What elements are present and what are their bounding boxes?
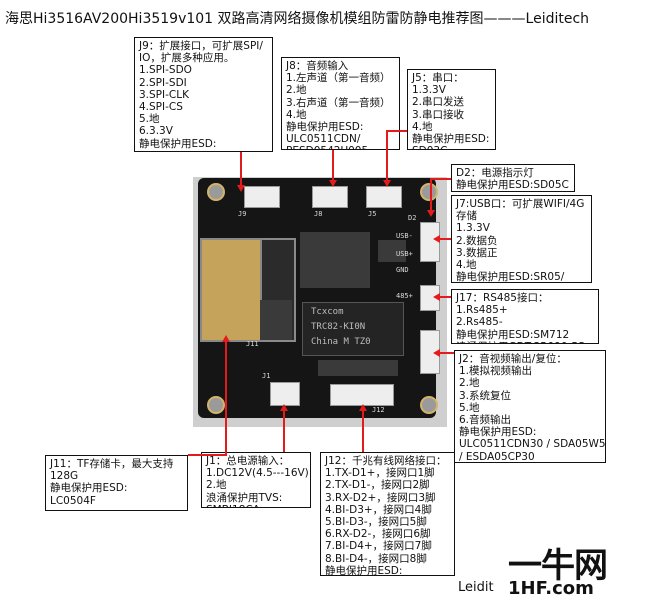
leader-line-j12 <box>362 408 364 452</box>
leader-line-j1 <box>283 408 285 452</box>
arrow-j8 <box>329 180 337 187</box>
callout-j2: J2：音视频输出/复位： 1.模拟视频输出 2.地 3.系统复位 5.地 6.音… <box>454 350 606 463</box>
arrow-j2 <box>433 349 440 357</box>
component <box>318 360 398 376</box>
connector-j8 <box>312 186 348 208</box>
callout-j9: J9：扩展接口，可扩展SPI/ IO，扩展多种应用。 1.SPI-SDO 2.S… <box>134 37 273 152</box>
network-transformer-chip: Tcxcom TRC82-KI0N China M TZ0 <box>302 302 404 356</box>
callout-d2: D2：电源指示灯 静电保护用ESD:SD05C <box>451 164 575 192</box>
leader-line-j11 <box>188 454 227 456</box>
mounting-hole <box>420 183 438 201</box>
connector-j5 <box>366 186 402 208</box>
silk-d2: D2 <box>408 214 417 222</box>
arrow-j7 <box>433 235 440 243</box>
arrow-j11 <box>222 335 230 342</box>
silk-j9: J9 <box>238 210 247 218</box>
arrow-j12 <box>359 404 367 411</box>
leader-line-d2 <box>430 178 451 180</box>
callout-j8: J8：音频输入 1.左声道（第一音频） 2.地 3.右声道（第一音频） 4.地 … <box>281 57 400 150</box>
arrow-j17 <box>433 293 440 301</box>
callout-j17: J17：RS485接口： 1.Rs485+ 2.Rs485- 静电保护用ESD:… <box>451 289 599 344</box>
leader-line-j9 <box>240 152 242 188</box>
silk-j12: J12 <box>372 406 385 414</box>
mounting-hole <box>207 396 225 414</box>
leader-line-j17 <box>438 296 451 298</box>
connector-j1 <box>270 382 300 406</box>
chip-label-3: China M TZ0 <box>311 337 371 347</box>
watermark-url: 1HF.com <box>508 578 594 599</box>
leader-line-j5 <box>386 130 388 182</box>
silk-485: 485+ <box>396 292 413 300</box>
callout-j7: J7:USB口：可扩展WIFI/4G 存储 1.3.3V 2.数据负 3.数据正… <box>451 195 592 283</box>
component-area <box>300 232 370 288</box>
watermark-logo: 一牛网 <box>508 546 608 586</box>
arrow-j9 <box>237 185 245 192</box>
page-title: 海思Hi3516AV200Hi3519v101 双路高清网络摄像机模组防雷防静电… <box>5 11 590 27</box>
silk-gnd: GND <box>396 266 409 274</box>
chip-label-1: Tcxcom <box>311 307 344 317</box>
leader-line-j2 <box>438 352 454 354</box>
chip-label-2: TRC82-KI0N <box>311 322 366 332</box>
leader-line-j7 <box>438 238 451 240</box>
silk-usb-plus: USB+ <box>396 250 413 258</box>
tf-card <box>200 238 262 342</box>
callout-j12: J12：千兆有线网络接口： 1.TX-D1+，接网口1脚 2.TX-D1-，接网… <box>320 452 455 576</box>
connector-j9 <box>244 186 280 208</box>
arrow-d2 <box>427 210 435 217</box>
silk-j1: J1 <box>262 372 271 380</box>
callout-j1: J1：总电源输入： 1.DC12V(4.5---16V) 2.地 浪涌保护用TV… <box>201 452 311 508</box>
callout-j11: J11：TF存储卡，最大支持 128G 静电保护用ESD: LC0504F <box>45 455 188 511</box>
connector-j12 <box>330 384 394 406</box>
silk-j11: J11 <box>246 340 259 348</box>
watermark-brand: Leidit <box>458 580 494 595</box>
component <box>378 240 406 262</box>
silk-j5: J5 <box>368 210 377 218</box>
mounting-hole <box>420 396 438 414</box>
leader-line-j8 <box>332 150 334 182</box>
leader-line-j11 <box>225 340 227 455</box>
silk-j8: J8 <box>314 210 323 218</box>
leader-line-j5 <box>386 130 407 132</box>
component <box>260 300 292 340</box>
callout-j5: J5：串口： 1.3.3V 2.串口发送 3.串口接收 4.地 静电保护用ESD… <box>407 69 496 150</box>
arrow-j1 <box>280 404 288 411</box>
leader-line-d2 <box>430 178 432 212</box>
mounting-hole <box>207 183 225 201</box>
arrow-j5 <box>383 180 391 187</box>
silk-usb-minus: USB- <box>396 232 413 240</box>
